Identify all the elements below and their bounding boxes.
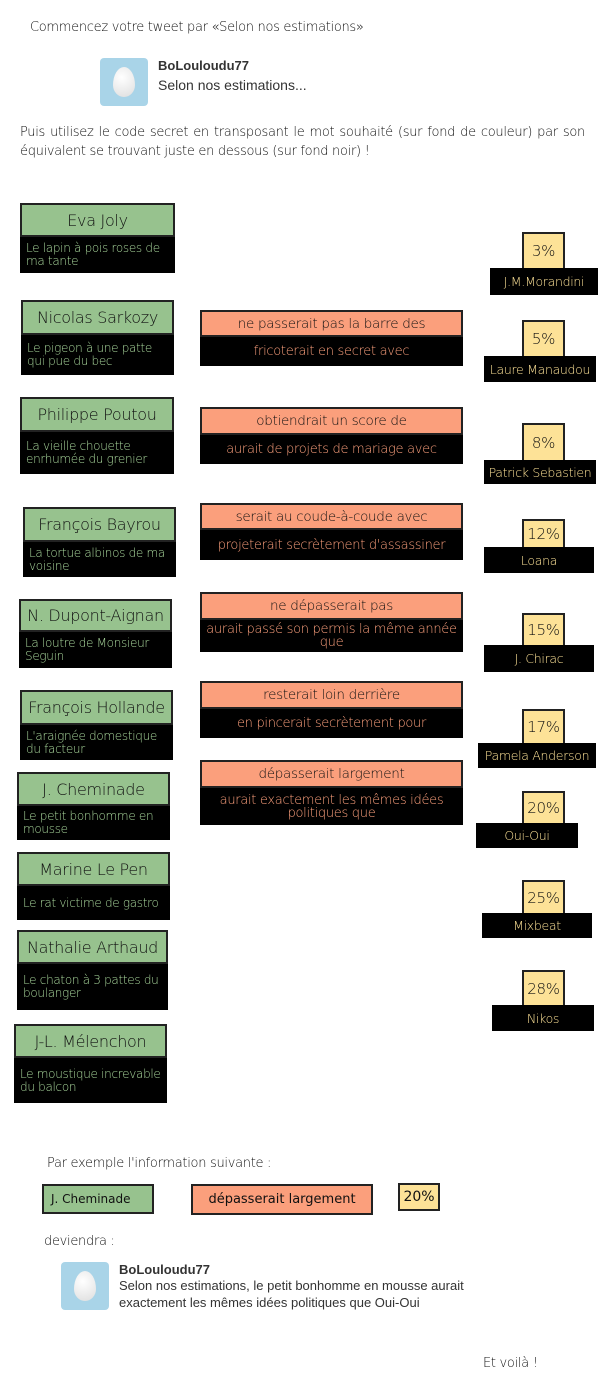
- tweet-example-2: BoLouloudu77 Selon nos estimations, le p…: [61, 1262, 501, 1311]
- percent-code: Patrick Sebastien: [484, 460, 596, 484]
- candidate-code: Le rat victime de gastro: [17, 886, 170, 920]
- candidate-name: J. Cheminade: [17, 772, 170, 806]
- verb-phrase: ne dépasserait pas: [200, 592, 463, 620]
- candidate-name: Nicolas Sarkozy: [21, 300, 174, 335]
- candidate-code: L'araignée domestique du facteur: [20, 725, 173, 760]
- verb-phrase: resterait loin derrière: [200, 681, 463, 709]
- percent-value: 5%: [522, 320, 565, 358]
- avatar: [61, 1262, 109, 1310]
- verb-phrase: serait au coude-à-coude avec: [200, 503, 463, 530]
- candidate-code: Le chaton à 3 pattes du boulanger: [17, 964, 168, 1010]
- tweet-example-1: BoLouloudu77 Selon nos estimations...: [100, 58, 460, 106]
- candidate-code: Le pigeon à une patte qui pue du bec: [21, 335, 174, 375]
- percent-code: Nikos: [492, 1005, 594, 1031]
- verb-phrase: ne passerait pas la barre des: [200, 310, 463, 337]
- avatar: [100, 58, 148, 106]
- candidate-name: François Bayrou: [23, 507, 176, 542]
- example-candidate: J. Cheminade: [42, 1184, 154, 1214]
- percent-code: J.M.Morandini: [490, 268, 598, 295]
- candidate-name: Marine Le Pen: [17, 852, 170, 886]
- percent-code: Oui-Oui: [476, 823, 578, 848]
- egg-icon: [74, 1271, 96, 1301]
- egg-icon: [113, 67, 135, 97]
- candidate-code: Le petit bonhomme en mousse: [17, 806, 170, 840]
- tweet-username: BoLouloudu77: [119, 1262, 210, 1277]
- percent-value: 8%: [522, 423, 565, 462]
- percent-value: 28%: [522, 970, 565, 1007]
- verb-code: aurait de projets de mariage avec: [200, 435, 463, 464]
- percent-code: Mixbeat: [482, 913, 592, 938]
- percent-value: 15%: [522, 613, 565, 647]
- becomes-text: deviendra :: [44, 1234, 115, 1249]
- percent-value: 3%: [522, 232, 565, 270]
- percent-code: Laure Manaudou: [484, 356, 596, 382]
- candidate-name: J-L. Mélenchon: [14, 1024, 167, 1058]
- verb-code: en pincerait secrètement pour: [200, 709, 463, 738]
- example-intro: Par exemple l'information suivante :: [47, 1156, 272, 1171]
- verb-phrase: dépasserait largement: [200, 760, 463, 788]
- outro-text: Et voilà !: [483, 1356, 538, 1371]
- candidate-name: François Hollande: [20, 690, 173, 725]
- verb-code: aurait passé son permis la même année qu…: [200, 620, 463, 652]
- percent-value: 25%: [522, 880, 565, 915]
- candidate-code: La vieille chouette enrhumée du grenier: [20, 432, 174, 474]
- candidate-code: Le moustique increvable du balcon: [14, 1058, 167, 1103]
- verb-code: aurait exactement les mêmes idées politi…: [200, 788, 463, 825]
- candidate-name: Eva Joly: [20, 203, 175, 237]
- example-verb: dépasserait largement: [191, 1184, 373, 1215]
- verb-code: fricoterait en secret avec: [200, 337, 463, 366]
- percent-value: 12%: [522, 519, 565, 549]
- intro-text: Commencez votre tweet par «Selon nos est…: [30, 20, 364, 35]
- candidate-code: La tortue albinos de ma voisine: [23, 542, 176, 577]
- example-percent: 20%: [398, 1183, 440, 1211]
- instructions-text: Puis utilisez le code secret en transpos…: [20, 125, 585, 159]
- candidate-name: N. Dupont-Aignan: [19, 599, 172, 632]
- verb-code: projeterait secrètement d'assassiner: [200, 530, 463, 560]
- candidate-name: Nathalie Arthaud: [17, 930, 168, 964]
- tweet-text: Selon nos estimations, le petit bonhomme…: [119, 1278, 464, 1310]
- candidate-code: La loutre de Monsieur Seguin: [19, 632, 172, 668]
- percent-code: Pamela Anderson: [478, 743, 596, 768]
- verb-phrase: obtiendrait un score de: [200, 407, 463, 435]
- percent-code: Loana: [484, 547, 594, 573]
- percent-value: 20%: [522, 791, 565, 825]
- tweet-text: Selon nos estimations...: [158, 77, 307, 93]
- percent-code: J. Chirac: [484, 645, 594, 672]
- candidate-code: Le lapin à pois roses de ma tante: [20, 237, 175, 273]
- candidate-name: Philippe Poutou: [20, 397, 174, 432]
- tweet-username: BoLouloudu77: [158, 58, 249, 73]
- percent-value: 17%: [522, 709, 565, 745]
